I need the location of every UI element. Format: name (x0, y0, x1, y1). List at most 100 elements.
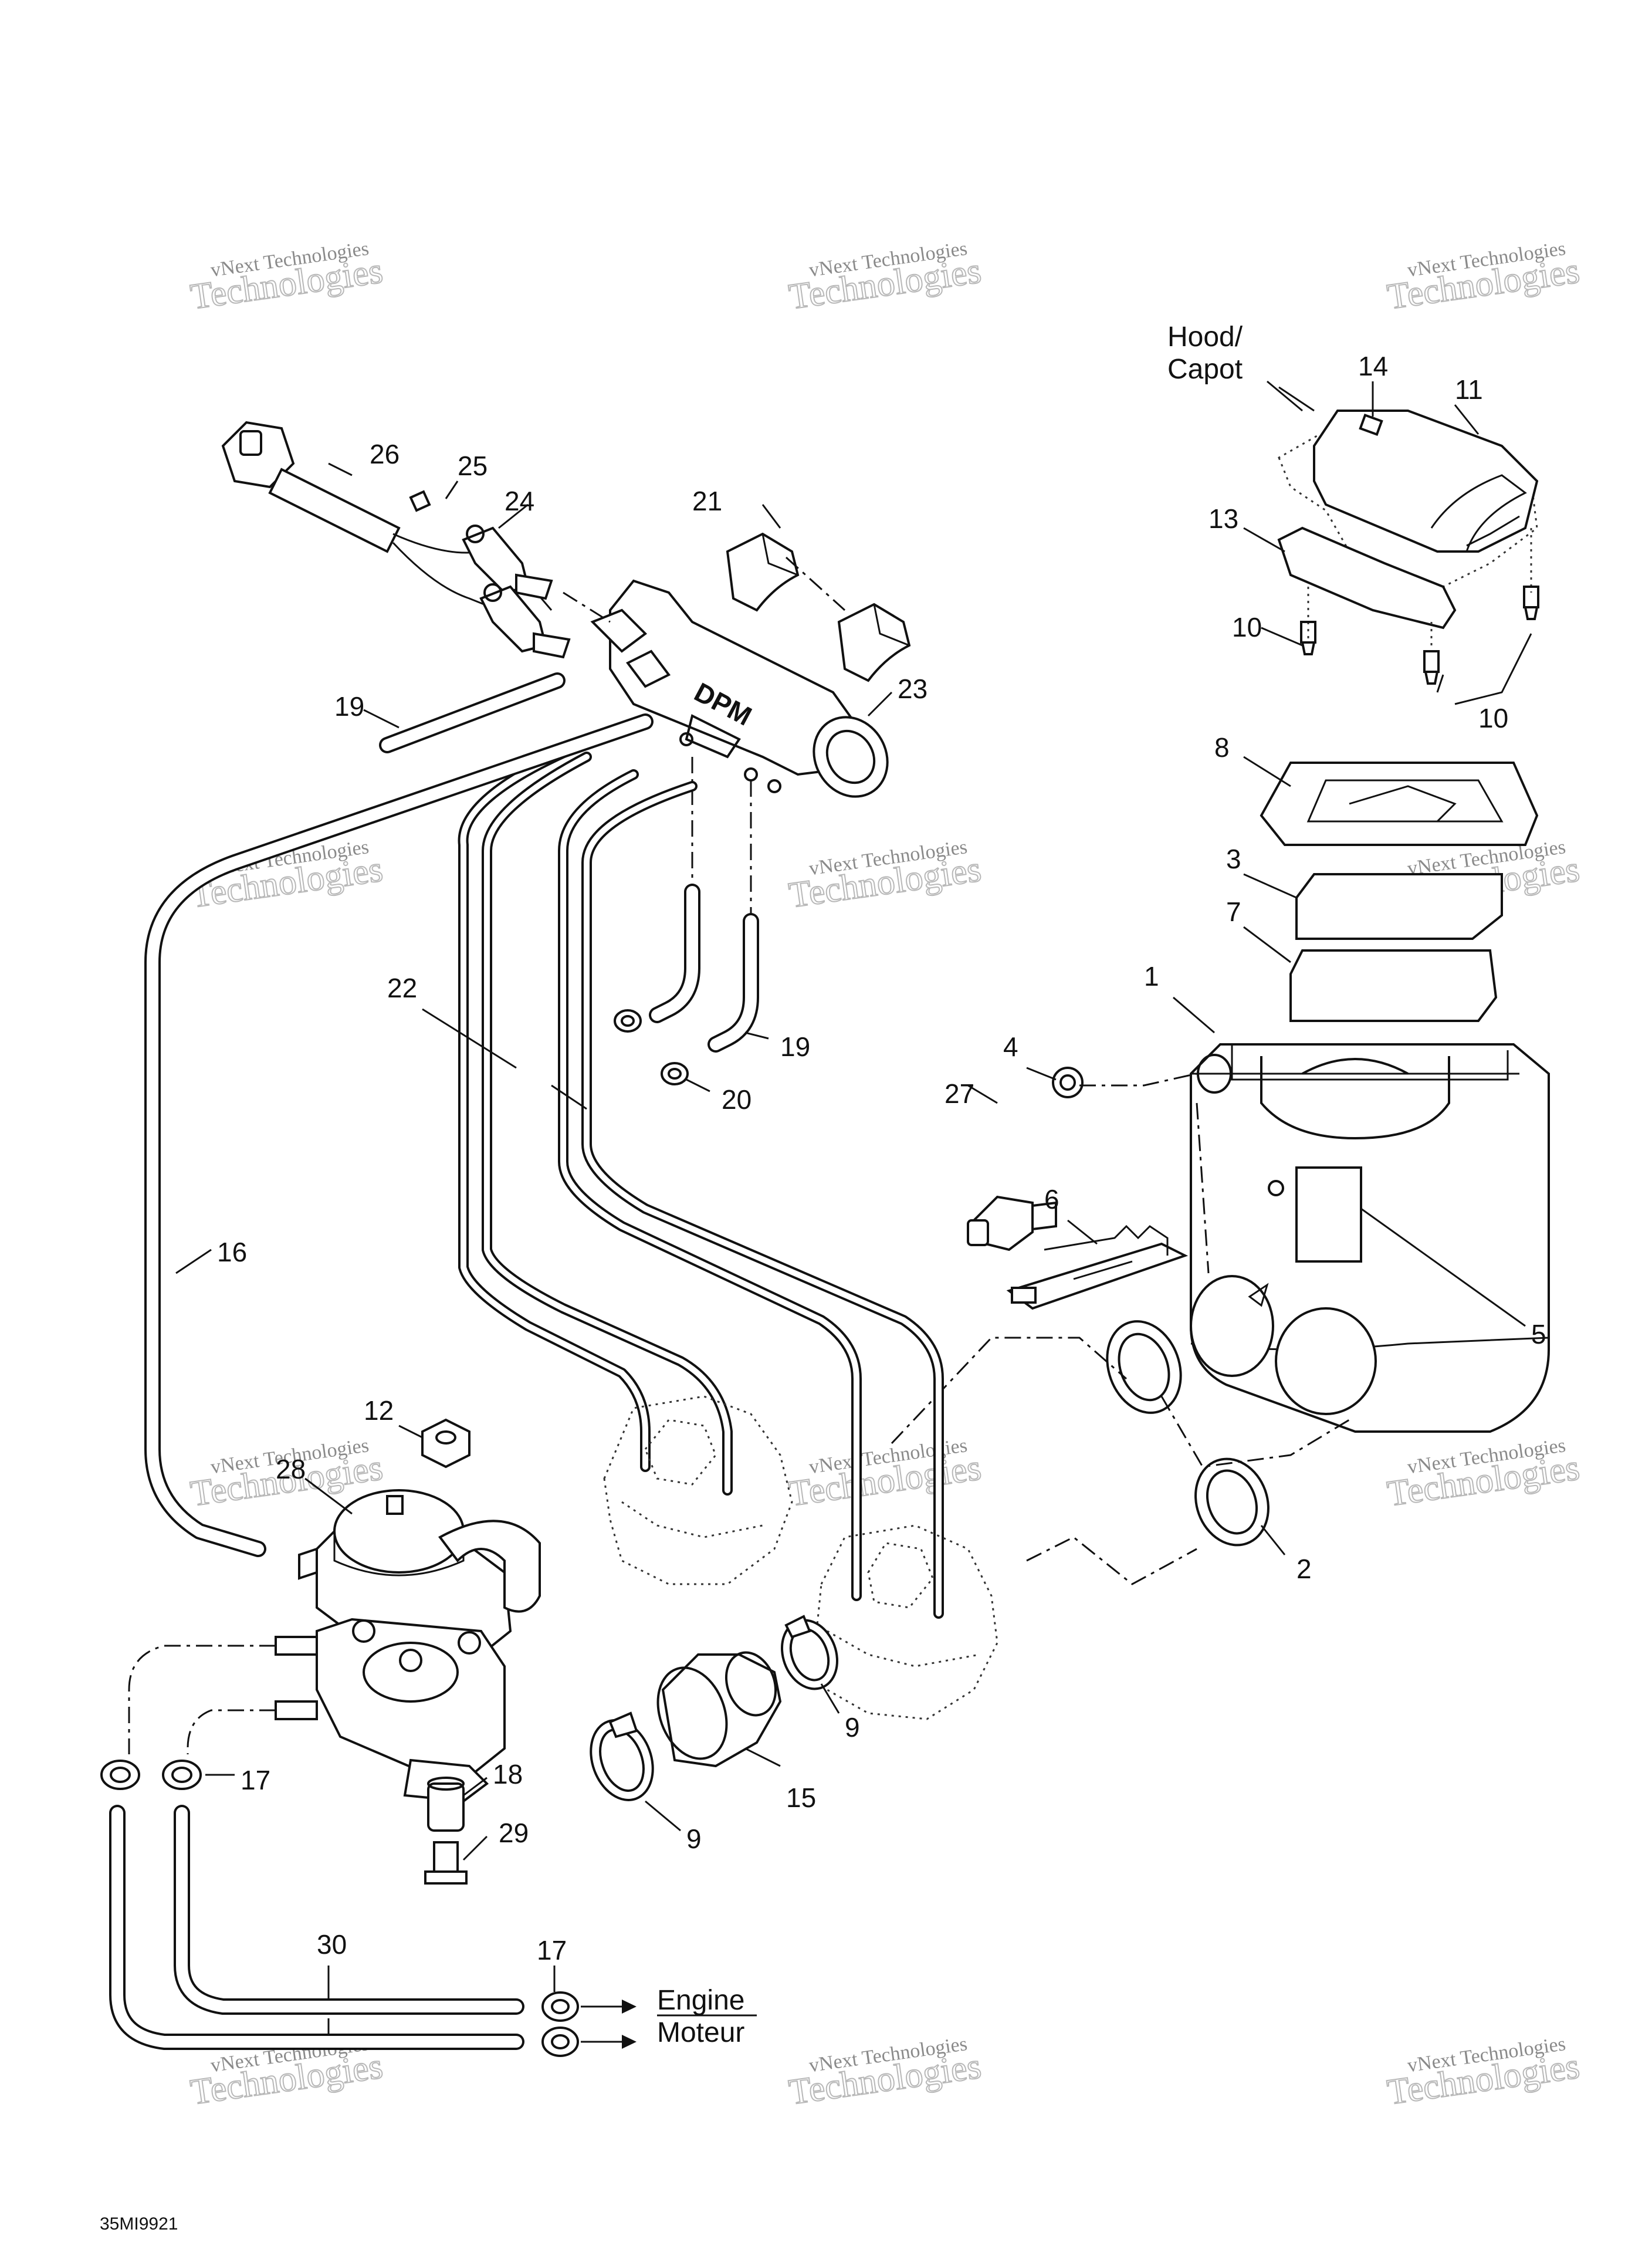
watermark-low-right: Technologies vNext Technologies (1384, 1435, 1583, 1514)
callout-27: 27 (945, 1078, 974, 1109)
outlet-left (1190, 1275, 1274, 1377)
rubber-boot-upper (1106, 1320, 1182, 1414)
callout-17-pump: 17 (241, 1765, 270, 1795)
callout-7: 7 (1226, 897, 1241, 927)
callout-28: 28 (276, 1454, 306, 1484)
capot-label: Capot (1167, 354, 1243, 385)
moteur-label: Moteur (657, 2017, 744, 2048)
pump-housing-lower (316, 1618, 506, 1773)
fuel-rail-assembly: DPM (221, 421, 911, 798)
hose-clamp-upper (780, 1615, 839, 1690)
callout-1: 1 (1144, 961, 1159, 992)
callout-29: 29 (499, 1818, 529, 1848)
pump-bracket (403, 1758, 489, 1803)
callout-26: 26 (370, 439, 400, 469)
watermark-top-left: Technologies vNext Technologies (188, 238, 386, 317)
watermark-top-center: Technologies vNext Technologies (786, 238, 984, 317)
callout-20: 20 (722, 1084, 751, 1115)
watermark-bottom-right: Technologies vNext Technologies (1384, 2033, 1583, 2113)
callout-19-top: 19 (334, 691, 364, 722)
fuel-hose-short-top (379, 672, 566, 753)
callout-14: 14 (1358, 351, 1388, 381)
fuel-return-hose (144, 713, 654, 1557)
pump-nipple-upper (275, 1636, 318, 1656)
callout-13: 13 (1208, 503, 1238, 534)
sensor-port (1197, 1054, 1232, 1094)
callout-15: 15 (786, 1782, 816, 1813)
label-panel (1295, 1166, 1362, 1263)
grommet (1052, 1067, 1084, 1098)
hose-clip-engine-lower (541, 2027, 579, 2057)
hose-clip-left (614, 1009, 642, 1033)
harness-screw (409, 490, 431, 512)
watermark-bottom-center: Technologies vNext Technologies (786, 2033, 984, 2113)
engine-carburetors (603, 1395, 998, 1720)
callout-24: 24 (505, 486, 534, 516)
air-silencer-cover (1313, 410, 1539, 553)
wiring-harness-connector (221, 421, 553, 623)
fuel-rail: DPM (590, 579, 889, 798)
callout-22: 22 (387, 973, 417, 1003)
callout-23: 23 (898, 674, 927, 704)
callout-6: 6 (1044, 1184, 1059, 1215)
hood-assembly (1277, 410, 1539, 685)
callout-11: 11 (1455, 374, 1483, 405)
leader-lines (175, 381, 1532, 2036)
cover-clip (1359, 414, 1383, 436)
hose-clip-pump-right (162, 1760, 202, 1790)
drawing-code: 35MI9921 (100, 2214, 178, 2234)
callout-30: 30 (317, 1929, 347, 1960)
callout-12: 12 (364, 1395, 394, 1426)
engine-label: Engine (657, 1985, 744, 2016)
pulse-hose-assembly (614, 757, 759, 1085)
callout-8: 8 (1214, 732, 1230, 763)
pump-nipple-lower (275, 1700, 318, 1720)
foam-filter (1295, 873, 1503, 940)
callout-9-lower: 9 (686, 1824, 702, 1854)
temperature-sensor (967, 1195, 1057, 1251)
screw-center (1423, 622, 1440, 685)
screw-left (1300, 587, 1316, 655)
callout-18: 18 (493, 1759, 523, 1789)
rail-clamp-right (837, 603, 911, 682)
hose-clip-right (661, 1062, 689, 1085)
fuel-injector-lower (479, 583, 571, 659)
callout-21: 21 (692, 486, 722, 516)
pump-spacer (427, 1777, 465, 1832)
callout-3: 3 (1226, 844, 1241, 874)
callout-5: 5 (1531, 1319, 1546, 1349)
filter-support-plate (1289, 949, 1498, 1022)
pump-nut (421, 1418, 470, 1469)
watermark-top-right: Technologies vNext Technologies (1384, 238, 1583, 317)
hose-clamp-lower (590, 1711, 654, 1801)
callout-17-engine: 17 (537, 1935, 567, 1966)
callout-19-bottom: 19 (780, 1031, 810, 1062)
pump-screw (424, 1841, 468, 1885)
captions: Hood/ Capot Engine Moteur 35MI9921 (100, 322, 1303, 2234)
callout-16: 16 (217, 1237, 247, 1267)
callout-10-right: 10 (1478, 703, 1508, 733)
air-silencer-box (1190, 1043, 1550, 1433)
callout-4: 4 (1003, 1031, 1018, 1062)
retaining-strap (1006, 1224, 1189, 1310)
watermark-mid-center: Technologies vNext Technologies (786, 836, 984, 916)
hose-clip-pump-left (100, 1760, 140, 1790)
air-silencer-assembly (891, 762, 1550, 1585)
rail-clamp-left (726, 532, 800, 612)
callout-25: 25 (458, 451, 488, 481)
engine-arrows (581, 2000, 637, 2049)
callout-2: 2 (1296, 1554, 1312, 1584)
top-seal (1260, 762, 1539, 846)
hood-label: Hood/ (1167, 322, 1243, 353)
callout-9-upper: 9 (845, 1712, 860, 1743)
screw-right (1523, 528, 1539, 620)
cover-plate (1277, 526, 1457, 630)
outlet-right (1275, 1307, 1377, 1415)
carb-adapter (656, 1651, 782, 1768)
callout-10-left: 10 (1232, 612, 1262, 642)
callout-numbers: 1 2 3 4 5 6 7 8 9 9 10 10 11 12 13 14 15… (217, 351, 1546, 1966)
fuel-pump (275, 1489, 541, 1803)
rubber-boot-lower (1194, 1457, 1270, 1547)
watermark-low-center: Technologies vNext Technologies (786, 1435, 984, 1514)
